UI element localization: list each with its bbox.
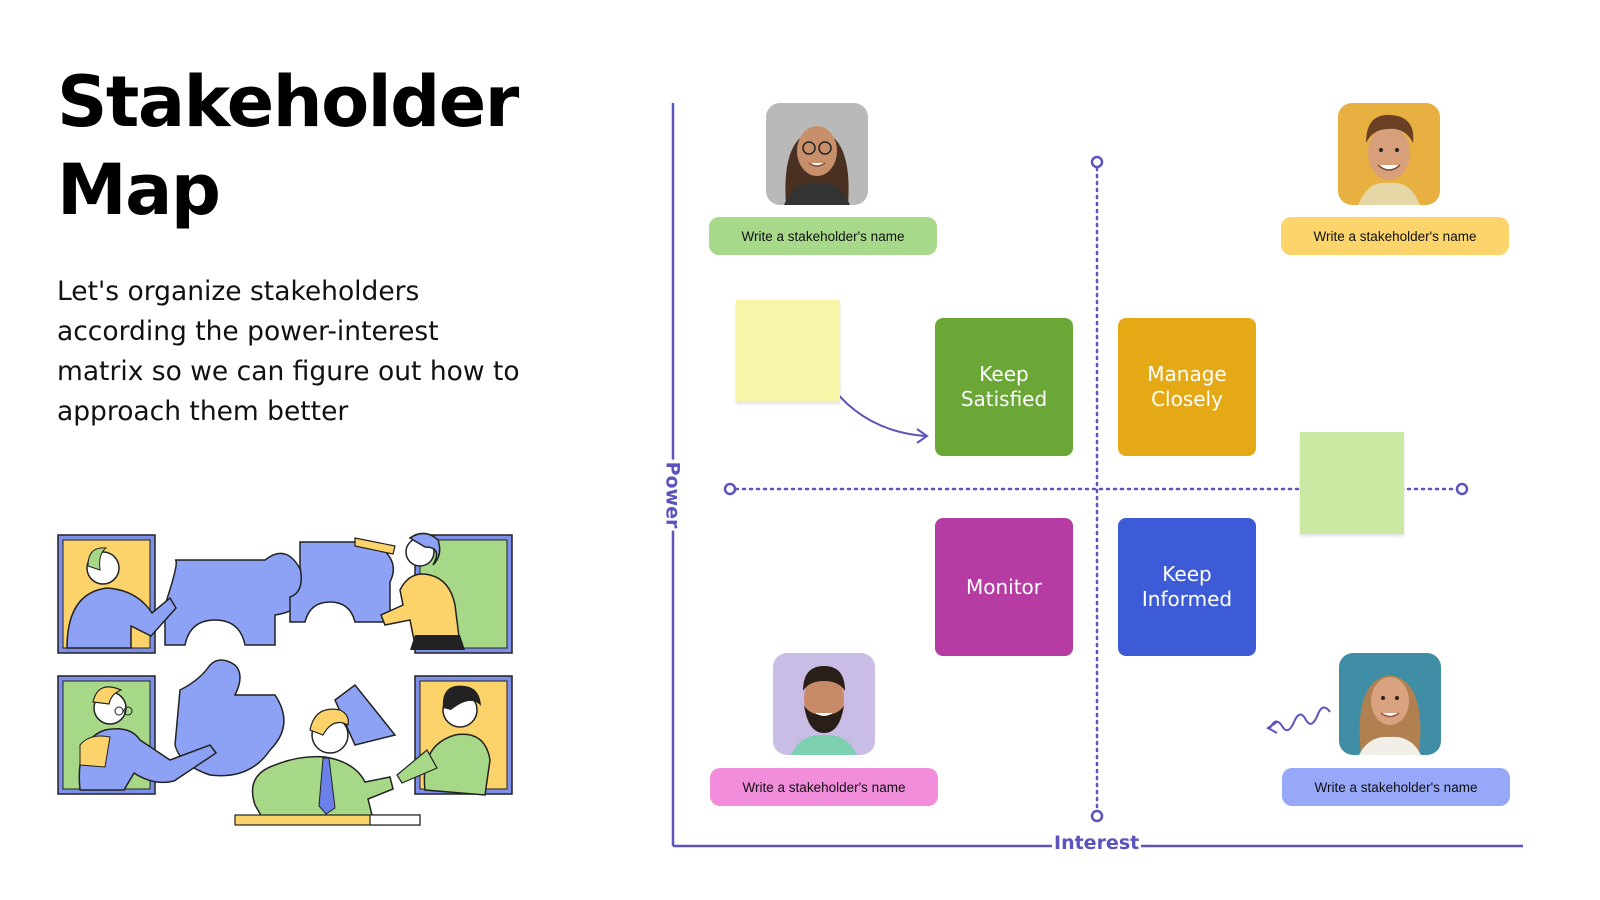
sticky-note-yellow[interactable] (736, 300, 840, 402)
page-title: Stakeholder Map (57, 58, 577, 234)
title-line-2: Map (57, 149, 221, 231)
stakeholder-avatar-4[interactable] (1339, 653, 1441, 755)
puzzle-piece-2 (289, 539, 395, 623)
title-line-1: Stakeholder (57, 61, 519, 143)
y-axis-label: Power (661, 459, 684, 531)
squiggle-doodle (1269, 706, 1331, 732)
quadrant-keep-informed[interactable]: Keep Informed (1118, 518, 1256, 656)
quadrant-manage-closely[interactable]: Manage Closely (1118, 318, 1256, 456)
stakeholder-name-field-3[interactable]: Write a stakeholder's name (710, 768, 938, 806)
description: Let's organize stakeholders according th… (57, 276, 520, 427)
puzzle-piece-3 (174, 659, 285, 777)
sticky-note-green[interactable] (1300, 432, 1404, 534)
puzzle-piece-1 (164, 552, 307, 646)
x-axis-label: Interest (1052, 832, 1142, 854)
stakeholder-name-field-1[interactable]: Write a stakeholder's name (709, 217, 937, 255)
quadrant-keep-satisfied[interactable]: Keep Satisfied (935, 318, 1073, 456)
team-puzzle-illustration (57, 532, 513, 826)
stakeholder-name-field-2[interactable]: Write a stakeholder's name (1281, 217, 1509, 255)
stakeholder-avatar-3[interactable] (773, 653, 875, 755)
quadrant-monitor[interactable]: Monitor (935, 518, 1073, 656)
stakeholder-avatar-1[interactable] (766, 103, 868, 205)
puzzle-piece-4 (334, 683, 397, 746)
stakeholder-name-field-4[interactable]: Write a stakeholder's name (1282, 768, 1510, 806)
stakeholder-avatar-2[interactable] (1338, 103, 1440, 205)
